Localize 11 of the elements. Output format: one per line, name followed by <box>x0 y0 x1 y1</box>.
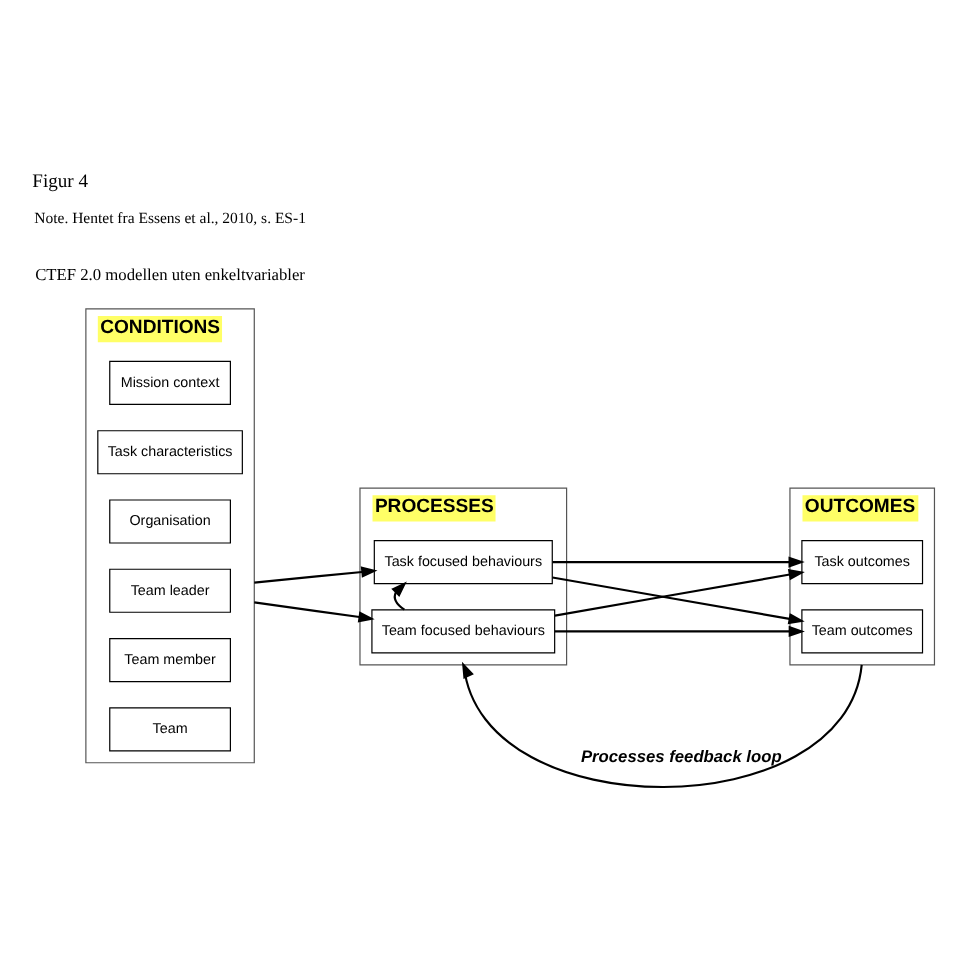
arrow <box>552 556 805 568</box>
diagram-title: Figur 4 <box>32 170 89 193</box>
arrow <box>552 576 805 625</box>
edge-label: Processes feedback loop <box>580 745 782 766</box>
arrow <box>254 566 378 584</box>
arrow <box>391 581 407 611</box>
label: CTEF 2.0 modellen uten enkeltvariabler <box>35 265 305 284</box>
arrow <box>461 661 863 788</box>
arrow <box>254 601 375 623</box>
arrow <box>554 625 805 638</box>
arrow <box>554 569 805 617</box>
